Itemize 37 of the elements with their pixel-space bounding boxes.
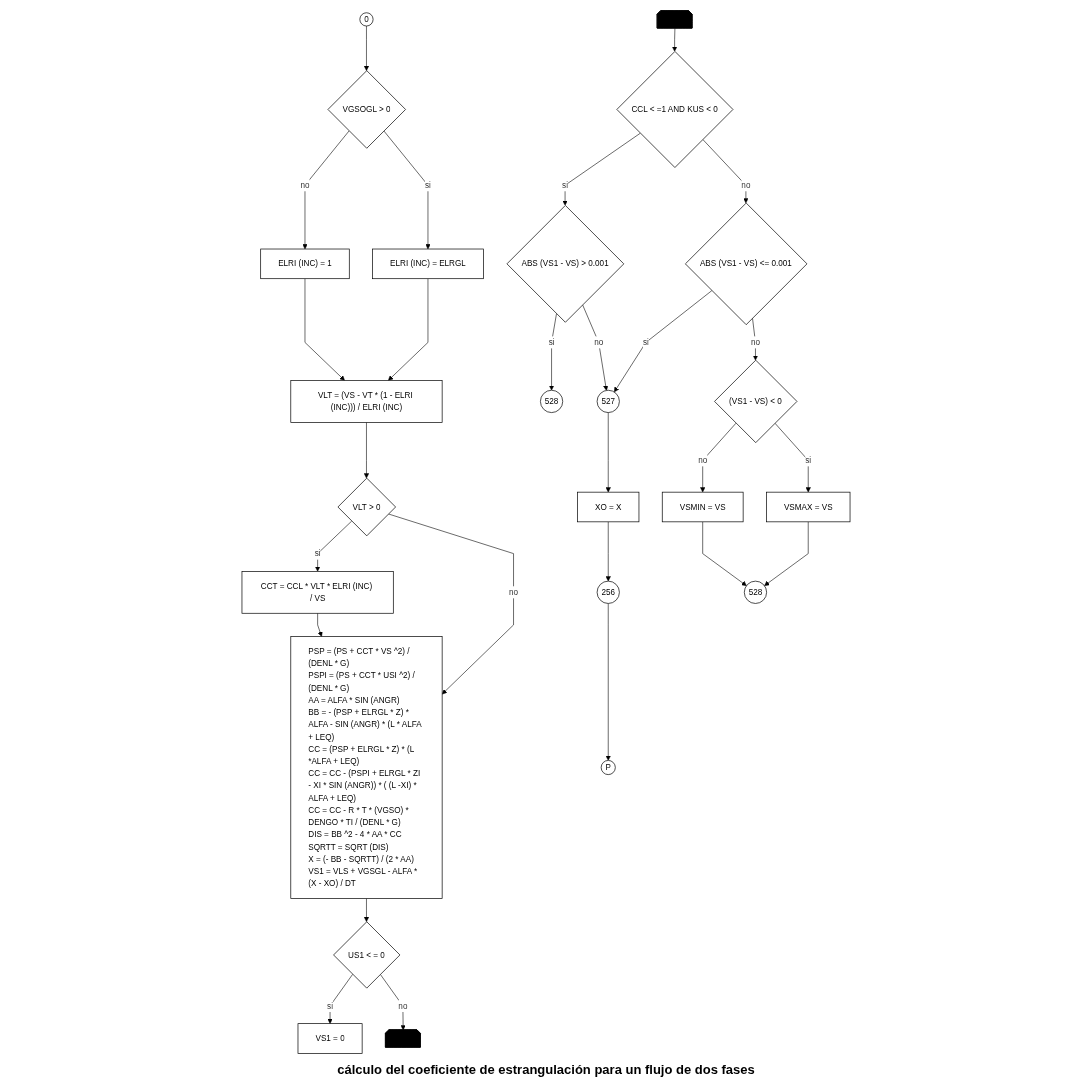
edge-label: no [398, 1000, 408, 1011]
node-diamond: VGSOGL > 0 [327, 70, 406, 149]
node-circle: 528 [743, 580, 767, 604]
node-box: VSMAX = VS [766, 491, 851, 523]
edge-label: no [698, 455, 708, 465]
edge-label: no [741, 180, 751, 190]
edge-label: si [314, 548, 321, 558]
node-diamond: ABS (VS1 - VS) > 0.001 [506, 205, 625, 323]
edge-label: si [548, 337, 555, 347]
edge-label: no [300, 180, 310, 190]
node-circle: 528 [540, 389, 564, 413]
edge-label: si [425, 180, 431, 190]
node-circle: 256 [596, 580, 620, 604]
node-box: CCT = CCL * VLT * ELRI (INC) / VS [241, 571, 394, 614]
edge-label: no [750, 337, 760, 347]
edge-label: no [509, 587, 519, 597]
edge-label: si [642, 337, 649, 347]
node-diamond: CCL < =1 AND KUS < 0 [616, 51, 734, 168]
node-diamond: VLT > 0 [337, 477, 396, 537]
node-diamond: ABS (VS1 - VS) <= 0.001 [685, 202, 808, 326]
edge-label: no [594, 337, 604, 347]
edge-label: si [805, 455, 812, 465]
caption: cálculo del coeficiente de estrangulación para un flujo de dos fases [337, 1062, 755, 1077]
node-diamond: US1 < = 0 [333, 921, 401, 989]
node-box: VS1 = 0 [297, 1023, 363, 1054]
node-box: ELRI (INC) = ELRGL [372, 248, 484, 280]
node-circle: P [600, 760, 616, 775]
edge-label: si [327, 1000, 334, 1011]
node-circle: 0 [359, 12, 374, 27]
node-circle: 527 [596, 389, 620, 413]
node-box: XO = X [577, 491, 640, 523]
node-box: PSP = (PS + CCT * VS ^2) / (DENL * G) PSPI = (PS + CCT * USI ^2) / (DENL * G) AA = ALFA * SIN (ANGR) BB = - (PSP + ELRGL * Z) * ALFA - SIN (ANGR) * (L * ALFA + LEQ) CC = (PSP + ELRGL * Z) * (L *ALFA + LEQ) CC = CC - (PSPI + ELRGL * ZI - XI * SIN (ANGR)) * ( (L -XI) * ALFA + LEQ) CC = CC - R * T * (VGSO) * DENGO * TI / (DENL * G) DIS = BB ^2 - 4 * AA * CC SQRTT = SQRT (DIS) X = (- BB - SQRTT) / (2 * AA) VS1 = VLS + VGSGL - ALFA * (X - XO) / DT [290, 636, 443, 899]
node-box: VSMIN = VS [661, 491, 744, 523]
node-box: VLT = (VS - VT * (1 - ELRI (INC))) / ELRI (INC) [290, 380, 443, 423]
node-diamond: (VS1 - VS) < 0 [714, 359, 798, 443]
node-box: ELRI (INC) = 1 [260, 248, 350, 280]
edge-label: si [562, 180, 569, 190]
